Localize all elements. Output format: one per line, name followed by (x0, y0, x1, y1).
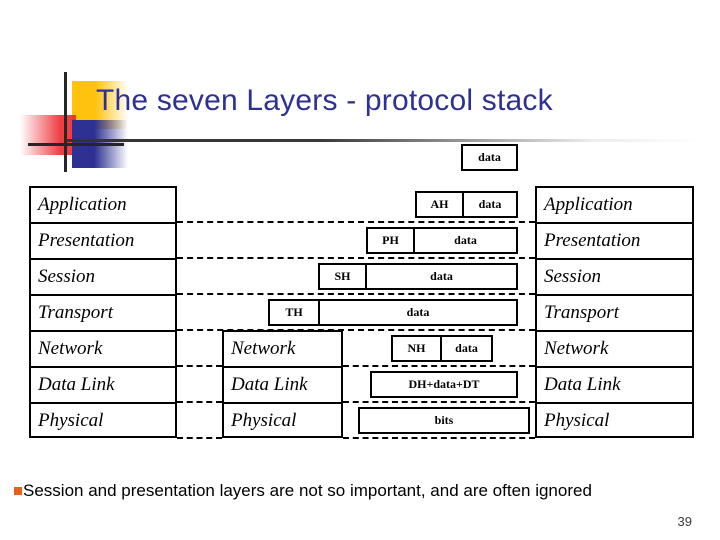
row-separator-5 (177, 365, 222, 367)
pdu-session-header: SH (320, 265, 367, 288)
pdu-transport: TH data (268, 299, 518, 326)
pdu-presentation-header: PH (368, 229, 415, 252)
pdu-session: SH data (318, 263, 518, 290)
left-layer-transport: Transport (31, 296, 175, 332)
row-separator-3 (177, 293, 535, 295)
pdu-network-payload: data (455, 341, 478, 355)
bullet-row: Session and presentation layers are not … (14, 480, 714, 502)
pdu-presentation-payload: data (454, 233, 477, 247)
pdu-application-payload: data (478, 197, 502, 211)
right-layer-datalink: Data Link (537, 368, 692, 404)
row-separator-7b (343, 437, 535, 439)
page-number: 39 (677, 514, 692, 529)
row-separator-4 (177, 329, 535, 331)
row-separator-6 (177, 401, 222, 403)
row-separator-2 (177, 257, 535, 259)
pdu-network: NH data (391, 335, 493, 362)
right-layer-network: Network (537, 332, 692, 368)
left-layer-datalink: Data Link (31, 368, 175, 404)
middle-layer-datalink: Data Link (224, 368, 341, 404)
pdu-datalink: DH+data+DT (370, 371, 518, 398)
right-layer-transport: Transport (537, 296, 692, 332)
pdu-application: AH data (415, 191, 518, 218)
row-separator-6b (343, 401, 535, 403)
bullet-square-icon (14, 487, 22, 495)
row-separator-7 (177, 437, 222, 439)
middle-layer-network: Network (224, 332, 341, 368)
row-separator-1 (177, 221, 535, 223)
pdu-physical-bits: bits (434, 413, 454, 427)
pdu-datalink-frame: DH+data+DT (408, 377, 480, 391)
right-layer-column: Application Presentation Session Transpo… (535, 186, 694, 438)
pdu-transport-header: TH (270, 301, 320, 324)
slide-logo-mark (10, 60, 128, 172)
left-layer-column: Application Presentation Session Transpo… (29, 186, 177, 438)
pdu-top-data: data (461, 144, 518, 171)
pdu-network-header: NH (393, 337, 442, 360)
middle-layer-column: Network Data Link Physical (222, 330, 343, 438)
pdu-application-header: AH (417, 193, 464, 216)
pdu-top-data-payload: data (478, 150, 501, 164)
row-separator-5b (343, 365, 535, 367)
logo-vertical-line (64, 72, 67, 172)
protocol-stack-diagram: Application Presentation Session Transpo… (29, 144, 694, 439)
right-layer-presentation: Presentation (537, 224, 692, 260)
logo-horizontal-line (28, 143, 124, 146)
right-layer-session: Session (537, 260, 692, 296)
left-layer-physical: Physical (38, 410, 104, 431)
bullet-text: Session and presentation layers are not … (23, 481, 592, 500)
pdu-presentation: PH data (366, 227, 518, 254)
pdu-session-payload: data (430, 269, 453, 283)
left-layer-presentation: Presentation (31, 224, 175, 260)
pdu-transport-payload: data (406, 305, 430, 319)
right-layer-physical: Physical (544, 410, 610, 431)
middle-layer-physical: Physical (231, 410, 297, 431)
title-divider (66, 139, 706, 142)
page-title: The seven Layers - protocol stack (96, 84, 553, 117)
left-layer-application: Application (31, 188, 175, 224)
right-layer-application: Application (537, 188, 692, 224)
pdu-physical: bits (358, 407, 530, 434)
left-layer-network: Network (31, 332, 175, 368)
left-layer-session: Session (31, 260, 175, 296)
